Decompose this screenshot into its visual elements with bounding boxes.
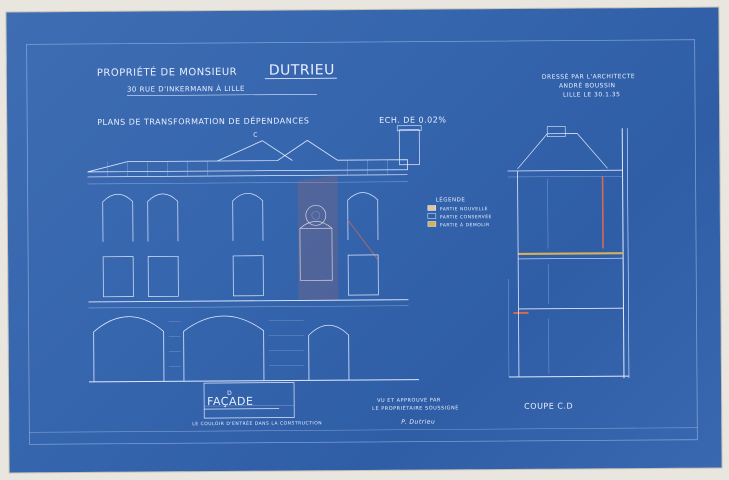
legend-swatch-kept xyxy=(427,213,437,219)
legend-item-demolish: PARTIE À DÉMOLIR xyxy=(440,220,490,228)
section-marker-c: C xyxy=(253,132,258,139)
facade-label: FAÇADE xyxy=(207,395,253,408)
door-note: LE COULOIR D'ENTRÉE DANS LA CONSTRUCTION xyxy=(192,418,322,427)
section-drawing xyxy=(507,126,630,379)
blueprint-sheet: PROPRIÉTÉ DE MONSIEUR DUTRIEU 30 RUE D'I… xyxy=(6,7,722,473)
approval-line-1: VU ET APPROUVÉ PAR xyxy=(377,395,441,403)
owner-signature: P. Dutrieu xyxy=(401,419,435,426)
facade-elevation xyxy=(87,125,422,419)
approval-line-2: LE PROPRIÉTAIRE SOUSSIGNÉ xyxy=(372,403,459,412)
architect-line-1: DRESSÉ PAR L'ARCHITECTE xyxy=(542,72,635,81)
title-address: 30 RUE D'INKERMANN À LILLE xyxy=(127,84,245,94)
architect-line-2: ANDRÉ BOUSSIN xyxy=(559,81,616,89)
legend-item-kept: PARTIE CONSERVÉE xyxy=(440,212,492,220)
blueprint-drawing: PROPRIÉTÉ DE MONSIEUR DUTRIEU 30 RUE D'I… xyxy=(26,39,698,445)
scale-label: ECH. DE 0.02% xyxy=(379,115,446,124)
section-marker-d: D xyxy=(227,390,232,397)
sheet-border xyxy=(26,39,698,445)
legend-swatch-new xyxy=(427,205,437,211)
title-owner: PROPRIÉTÉ DE MONSIEUR xyxy=(97,65,237,79)
legend-title: LÉGENDE xyxy=(436,195,466,203)
title-name: DUTRIEU xyxy=(269,62,335,78)
section-label: COUPE C.D xyxy=(524,402,573,411)
legend-swatch-demolish xyxy=(427,221,437,227)
legend-item-new: PARTIE NOUVELLE xyxy=(440,206,488,212)
subtitle: PLANS DE TRANSFORMATION DE DÉPENDANCES xyxy=(97,114,309,126)
legend: LÉGENDE PARTIE NOUVELLE PARTIE CONSERVÉE… xyxy=(427,195,492,228)
architect-date: LILLE LE 30.1.35 xyxy=(563,91,621,98)
